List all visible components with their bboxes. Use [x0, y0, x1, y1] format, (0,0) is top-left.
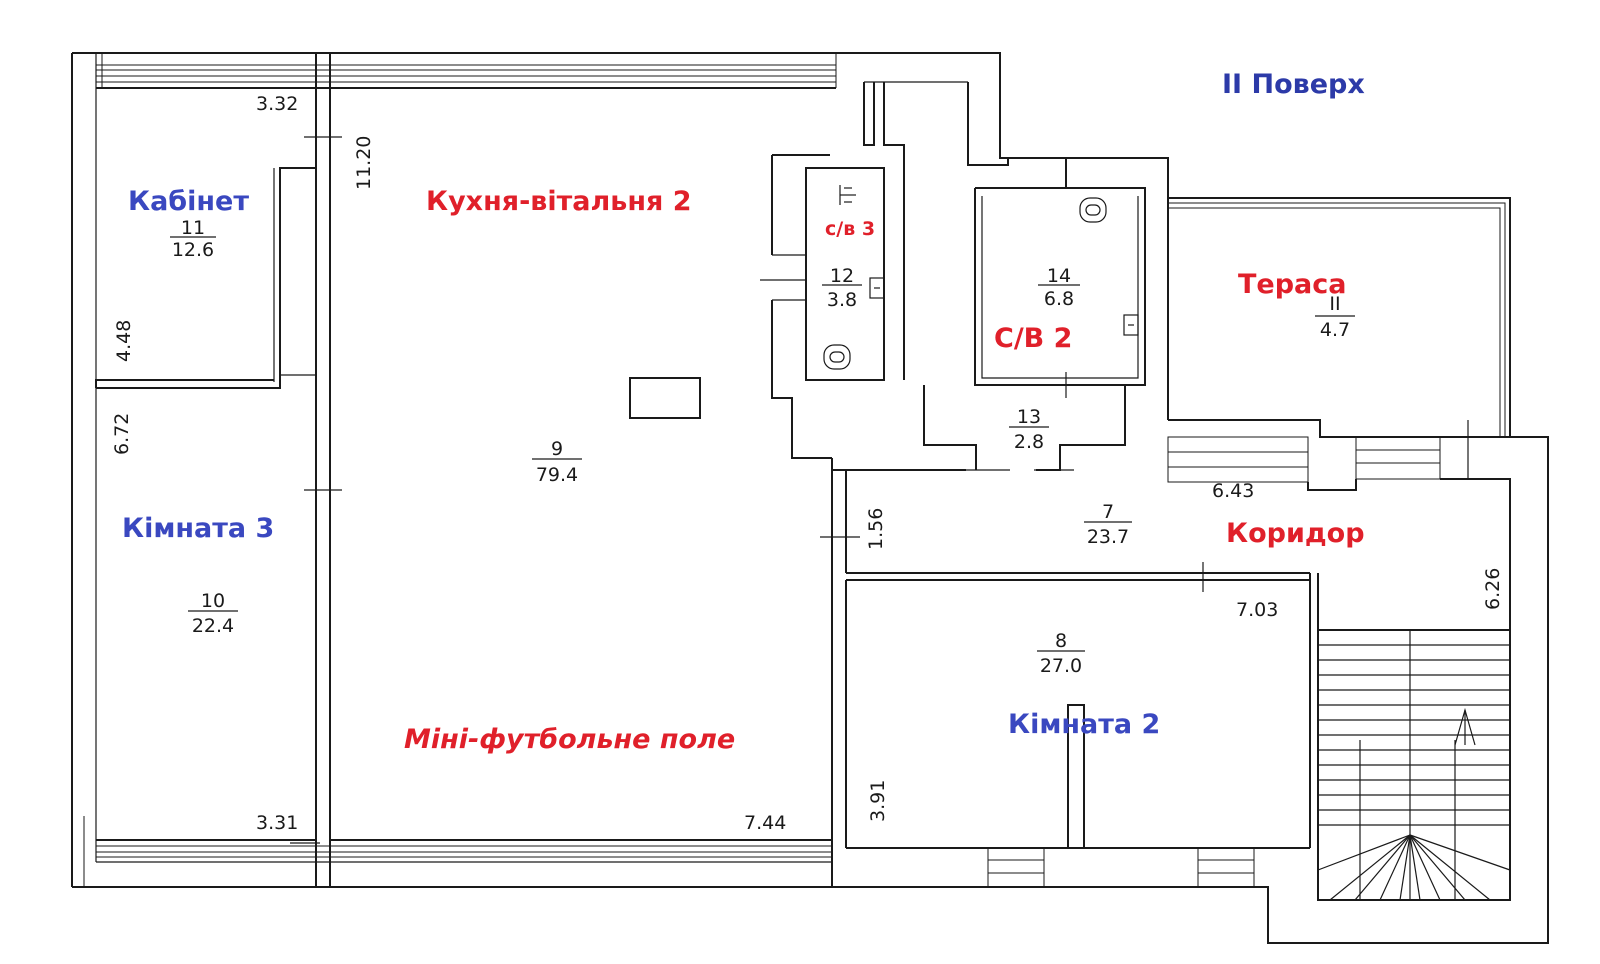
- room-fraction-terrace: II 4.7: [1315, 293, 1355, 341]
- bottom-window-band: [83, 816, 832, 887]
- dimension-label: 3.32: [256, 93, 298, 115]
- label-terrace: Тераса: [1238, 269, 1347, 300]
- svg-text:14: 14: [1047, 265, 1071, 287]
- label-room3: Кімната 3: [122, 513, 274, 544]
- svg-text:27.0: 27.0: [1040, 655, 1082, 677]
- label-mini-football: Міні-футбольне поле: [404, 724, 735, 755]
- svg-text:3.8: 3.8: [827, 289, 857, 311]
- floor-title: II Поверх: [1222, 69, 1365, 100]
- dimension-label: 4.48: [113, 320, 135, 362]
- staircase: [1317, 629, 1511, 901]
- cabinet-walls: [95, 167, 316, 389]
- label-wc2: С/В 2: [994, 323, 1072, 354]
- terrace-walls: [1167, 197, 1511, 483]
- room-fraction-7: 7 23.7: [1084, 501, 1132, 548]
- room-fraction-12: 12 3.8: [822, 265, 862, 311]
- svg-text:22.4: 22.4: [192, 615, 234, 637]
- svg-text:12: 12: [830, 265, 854, 287]
- shower-icon: [839, 185, 856, 205]
- svg-text:7: 7: [1102, 501, 1114, 523]
- label-corridor: Коридор: [1226, 518, 1365, 549]
- dimension-label: 6.72: [111, 413, 133, 455]
- toilet-icon: [1079, 197, 1107, 223]
- corridor-walls: [820, 458, 1511, 900]
- dimension-label: 11.20: [353, 136, 375, 190]
- service-block-walls: [760, 81, 1146, 471]
- room-fraction-11: 11 12.6: [170, 217, 216, 261]
- room-fraction-14: 14 6.8: [1038, 265, 1080, 310]
- toilet-icon: [823, 344, 851, 370]
- svg-text:2.8: 2.8: [1014, 431, 1044, 453]
- svg-text:8: 8: [1055, 630, 1067, 652]
- top-window-band: [96, 53, 837, 89]
- svg-text:10: 10: [201, 590, 225, 612]
- svg-text:12.6: 12.6: [172, 239, 214, 261]
- label-kitchen-living: Кухня-вітальня 2: [426, 186, 692, 217]
- svg-text:4.7: 4.7: [1320, 319, 1350, 341]
- label-room2: Кімната 2: [1008, 709, 1160, 740]
- svg-text:11: 11: [181, 217, 205, 239]
- dimension-label: 7.44: [744, 812, 786, 834]
- svg-text:23.7: 23.7: [1087, 526, 1129, 548]
- kitchen-island: [629, 377, 701, 419]
- sink-icon: [869, 277, 885, 299]
- dimension-label: 7.03: [1236, 599, 1278, 621]
- svg-text:6.8: 6.8: [1044, 288, 1074, 310]
- svg-text:9: 9: [551, 438, 563, 460]
- dimension-label: 6.43: [1212, 480, 1254, 502]
- dimension-label: 1.56: [865, 508, 887, 550]
- sink-icon: [1123, 314, 1139, 336]
- svg-text:II: II: [1329, 293, 1340, 315]
- svg-text:13: 13: [1017, 406, 1041, 428]
- room-fraction-10: 10 22.4: [188, 590, 238, 637]
- label-kabinet: Кабінет: [128, 186, 249, 217]
- room-fraction-8: 8 27.0: [1037, 630, 1085, 677]
- left-partition: [304, 53, 342, 887]
- dimension-label: 3.91: [867, 780, 889, 822]
- room-fraction-9: 9 79.4: [532, 438, 582, 486]
- label-wc3: с/в 3: [825, 218, 875, 240]
- dimension-label: 3.31: [256, 812, 298, 834]
- dimension-label: 6.26: [1482, 568, 1504, 610]
- svg-text:79.4: 79.4: [536, 464, 578, 486]
- room-fraction-13: 13 2.8: [1009, 406, 1049, 453]
